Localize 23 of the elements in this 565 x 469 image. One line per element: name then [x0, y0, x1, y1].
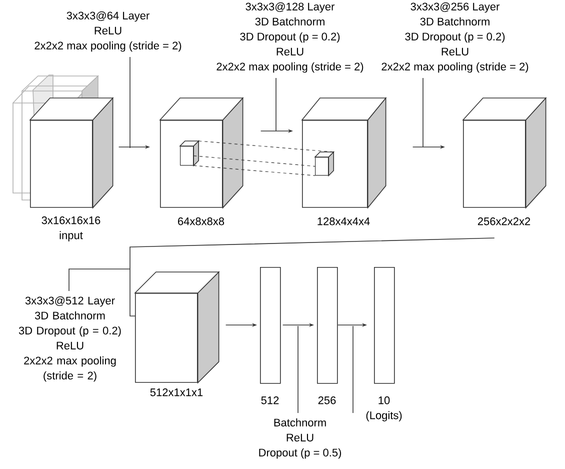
size-label: 512: [261, 396, 279, 404]
size-label: 128x4x4x4: [318, 217, 370, 226]
connector-line: [130, 238, 495, 316]
size-label: 256: [318, 396, 336, 404]
size-label: 3x16x16x16 input: [42, 216, 100, 242]
dense-layer-bar: [260, 267, 281, 384]
layer-description: 3x3x3@64 Layer ReLU 2x2x2 max pooling (stride = 2): [34, 11, 182, 52]
projection-line: [193, 165, 316, 176]
projection-line: [198, 140, 334, 152]
dense-layer-bar: [317, 267, 338, 384]
leader-line: [422, 78, 424, 148]
layer-description: 3x3x3@128 Layer 3D Batchnorm 3D Dropout (p = 0.2) ReLU 2x2x2 max pooling (stride = 2): [216, 2, 364, 73]
layer-description: Batchnorm ReLU Dropout (p = 0.5): [259, 418, 342, 459]
size-label: 512x1x1x1: [150, 388, 203, 396]
size-label: 10 (Logits): [366, 396, 402, 422]
projection-line: [193, 156, 316, 167]
layer-description: 3x3x3@512 Layer 3D Batchnorm 3D Dropout (p = 0.2) ReLU 2x2x2 max pooling (stride = 2): [18, 296, 121, 382]
dense-layer-bar: [374, 267, 395, 384]
layer-description: 3x3x3@256 Layer 3D Batchnorm 3D Dropout (p = 0.2) ReLU 2x2x2 max pooling (stride = 2): [382, 2, 528, 73]
size-label: 256x2x2x2: [478, 217, 530, 226]
size-label: 64x8x8x8: [178, 217, 224, 226]
leader-line: [68, 268, 130, 292]
leader-line: [352, 326, 354, 414]
